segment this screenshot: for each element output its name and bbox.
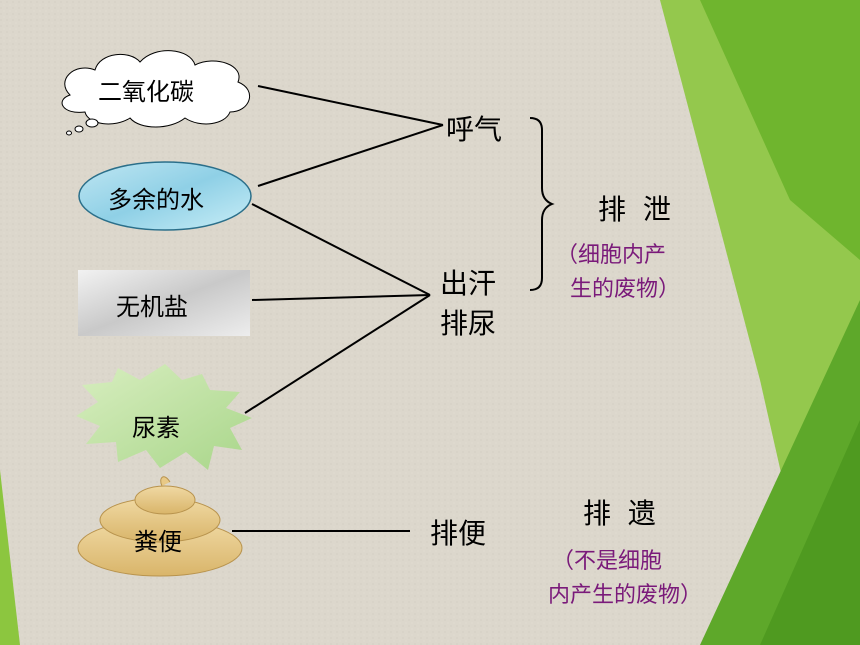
brace-shape — [529, 117, 555, 291]
feces-pile — [77, 476, 243, 577]
category-excretion: 排 泄 — [598, 193, 675, 226]
route-sweat-label: 出汗 — [440, 267, 497, 300]
green-corner-left — [0, 470, 20, 645]
connector-lines — [232, 85, 444, 532]
line-co2-breath — [257, 85, 444, 126]
egestion-note-line2: 内产生的废物） — [548, 583, 703, 608]
line-water-sweat — [251, 203, 431, 296]
node-water-label: 多余的水 — [108, 186, 204, 214]
node-feces-label: 粪便 — [134, 528, 182, 556]
route-urine-label: 排尿 — [440, 307, 497, 340]
green-band-corner — [760, 420, 860, 645]
route-defecate-label: 排便 — [430, 517, 487, 550]
category-egestion: 排 遗 — [583, 497, 660, 530]
node-co2-label: 二氧化碳 — [98, 78, 194, 106]
excretion-note-line2: 生的废物） — [570, 277, 681, 302]
urea-starburst — [76, 364, 252, 470]
water-bubble — [78, 161, 252, 231]
line-urea-sweat — [244, 294, 431, 414]
green-band-top — [700, 0, 860, 260]
excretion-note-line1: （细胞内产 — [556, 243, 667, 268]
egestion-note-line1: （不是细胞 — [552, 549, 663, 574]
line-salt-sweat — [251, 294, 431, 301]
salt-block — [78, 270, 250, 336]
node-urea-label: 尿素 — [132, 414, 180, 442]
line-water-breath — [257, 124, 444, 187]
node-salt-label: 无机盐 — [116, 293, 188, 321]
route-breath-label: 呼气 — [446, 113, 503, 146]
cloud-shape — [61, 50, 250, 136]
